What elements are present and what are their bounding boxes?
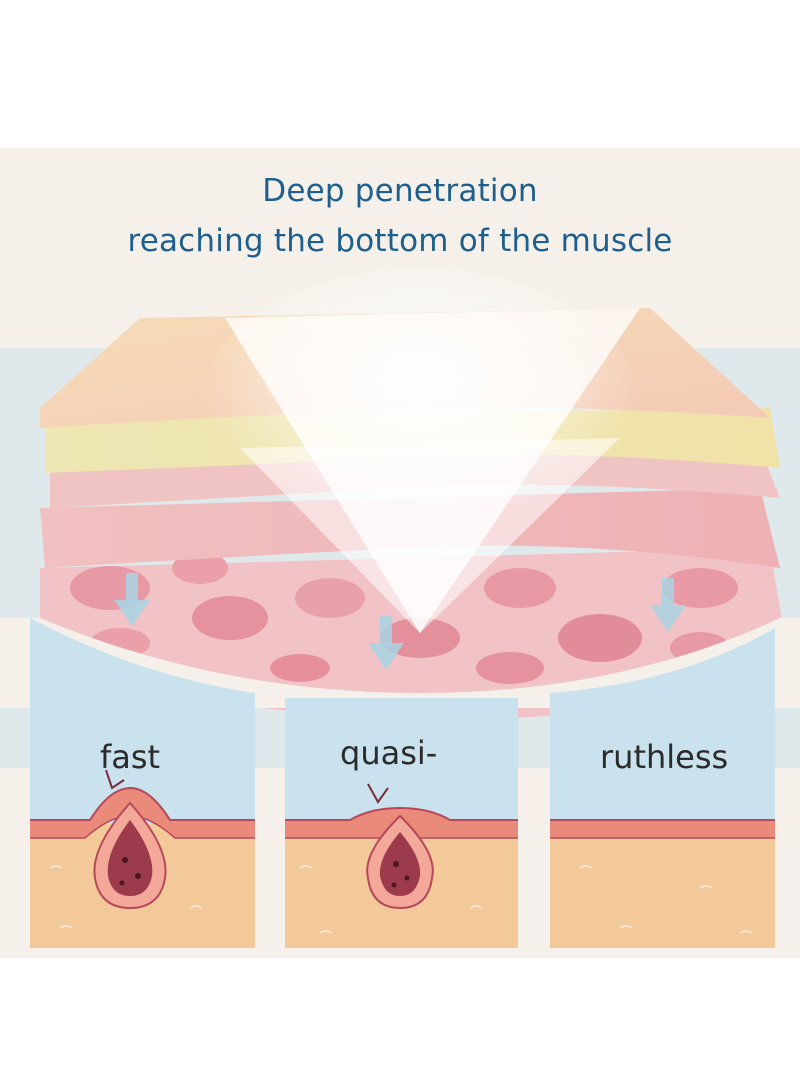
headline-line-2: reaching the bottom of the muscle (127, 223, 673, 259)
product-infographic: Deep penetration reaching the bottom of … (0, 148, 800, 958)
panel-label-ruthless: ruthless (600, 738, 729, 776)
headline-line-1: Deep penetration (262, 173, 538, 209)
pointer-arrow-icon (105, 769, 125, 790)
penetration-arrows (114, 573, 686, 670)
panel-label-fast: fast (100, 738, 161, 776)
panel-label-quasi: quasi- (340, 734, 438, 772)
arrow-down-icon (114, 573, 150, 626)
arrow-down-icon (650, 578, 686, 632)
illustration (0, 268, 800, 948)
panel-fast (30, 618, 255, 948)
panel-ruthless (550, 628, 775, 948)
pointer-arrow-icon (367, 783, 389, 804)
arrow-down-icon (368, 616, 404, 670)
